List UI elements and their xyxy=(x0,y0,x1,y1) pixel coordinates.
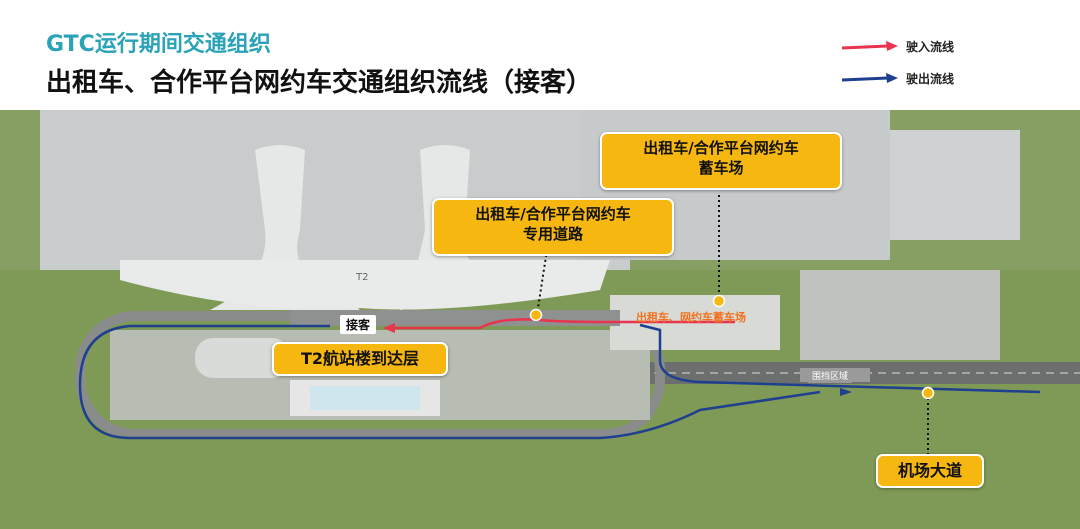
road-marker xyxy=(529,308,543,322)
east-lot xyxy=(800,270,1000,360)
terminal-pier-west xyxy=(210,145,360,310)
page-subtitle: GTC运行期间交通组织 xyxy=(46,32,271,57)
dedicated-road-callout-line1: 出租车/合作平台网约车 xyxy=(475,205,631,223)
avenue-callout: 机场大道 xyxy=(876,454,984,488)
header: GTC运行期间交通组织 出租车、合作平台网约车交通组织流线（接客） 驶入流线 驶… xyxy=(0,0,1080,110)
dedicated-road-callout: 出租车/合作平台网约车 专用道路 xyxy=(432,198,674,256)
outbound-arrow-icon xyxy=(841,73,898,83)
legend-inbound: 驶入流线 xyxy=(840,38,1060,58)
reservoir-callout: 出租车/合作平台网约车 蓄车场 xyxy=(600,132,842,190)
reservoir-area-label: 出租车、网约车蓄车场 xyxy=(636,311,746,324)
parking-oval xyxy=(195,338,290,378)
remote-apron xyxy=(890,130,1020,240)
pickup-label: 接客 xyxy=(340,315,377,334)
reservoir-callout-line1: 出租车/合作平台网约车 xyxy=(643,139,799,157)
airport-map: T2 出租车/合作平台网约车 蓄车场 出租车/合作平台网约车 专用道路 T2航站… xyxy=(0,110,1080,529)
inbound-arrow-icon xyxy=(841,41,898,51)
fenced-area-label: 围挡区域 xyxy=(808,368,853,383)
reservoir-callout-line2: 蓄车场 xyxy=(698,158,744,177)
legend-outbound-label: 驶出流线 xyxy=(906,72,955,86)
avenue-marker xyxy=(921,386,935,400)
terminal-t2-label: T2 xyxy=(355,272,368,283)
inbound-arrowhead xyxy=(383,323,395,333)
gtc-atrium xyxy=(310,386,420,410)
outbound-arrowhead xyxy=(840,388,852,396)
dedicated-road-callout-line2: 专用道路 xyxy=(522,224,583,243)
inbound-route xyxy=(395,318,735,330)
legend-inbound-label: 驶入流线 xyxy=(906,40,955,54)
reservoir-marker xyxy=(712,294,726,308)
arrivals-callout: T2航站楼到达层 xyxy=(272,342,448,376)
page-title: 出租车、合作平台网约车交通组织流线（接客） xyxy=(46,68,593,98)
legend-outbound: 驶出流线 xyxy=(840,70,1060,90)
outbound-route xyxy=(78,323,1041,440)
terminal-building xyxy=(120,260,610,310)
